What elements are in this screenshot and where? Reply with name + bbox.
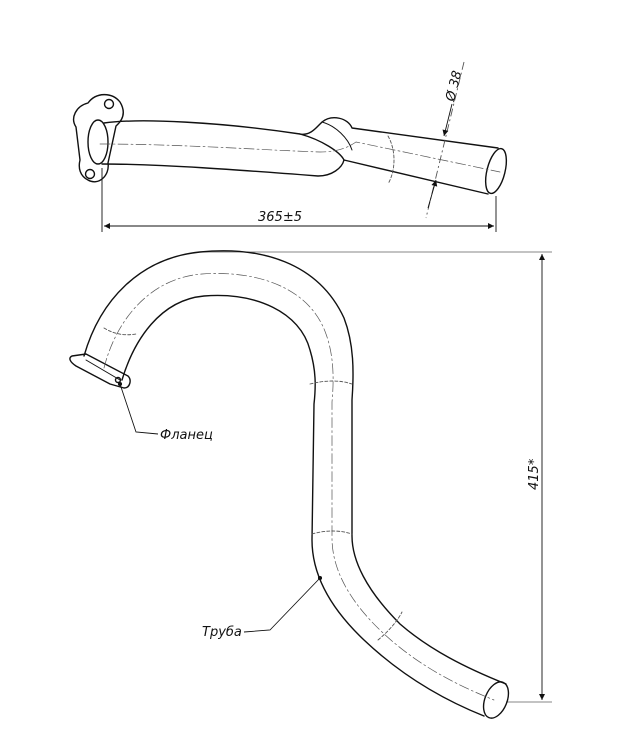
top-flange-hole-upper	[103, 98, 115, 110]
front-pipe-outer-edge	[83, 250, 507, 685]
pipe-leader	[243, 575, 323, 633]
diameter-label: Ø 38	[443, 69, 465, 104]
front-pipe-centerline	[103, 273, 495, 701]
top-pipe-bend-inner	[299, 133, 345, 161]
pipe-leader-line	[243, 577, 321, 633]
length-dimension	[101, 168, 497, 232]
height-dimension	[200, 251, 552, 703]
front-pipe-end	[482, 681, 510, 719]
top-pipe-centerline	[99, 141, 501, 173]
top-pipe-seam	[387, 135, 395, 185]
front-pipe-inner-edge	[121, 294, 485, 717]
bottom-view	[69, 250, 510, 719]
flange-leader	[117, 381, 159, 435]
flange-leader-line	[119, 383, 159, 435]
length-label: 365±5	[258, 210, 302, 225]
diameter-dimension	[425, 61, 465, 219]
top-pipe-bend-outer	[321, 121, 353, 151]
front-flange-hole	[114, 376, 122, 384]
flange-label: Фланец	[160, 428, 213, 443]
diameter-arrow-lower	[427, 179, 438, 209]
front-flange-collar	[85, 359, 121, 381]
front-seam-bottom	[377, 611, 403, 641]
top-pipe-end	[484, 147, 508, 195]
diameter-arrow-upper	[442, 103, 453, 137]
top-flange-collar	[87, 119, 109, 165]
top-flange-hole-lower	[84, 168, 96, 180]
front-seam-top	[103, 327, 137, 336]
pipe-label: Труба	[202, 625, 242, 640]
top-pipe-lower-edge	[101, 159, 489, 195]
front-seam-mid-lower	[311, 530, 353, 535]
height-label: 415*	[527, 458, 542, 490]
front-seam-mid-upper	[309, 380, 353, 385]
top-pipe-upper-edge	[103, 117, 499, 149]
top-flange-plate	[72, 93, 124, 183]
front-flange-plate	[69, 353, 131, 389]
top-view	[72, 93, 508, 195]
